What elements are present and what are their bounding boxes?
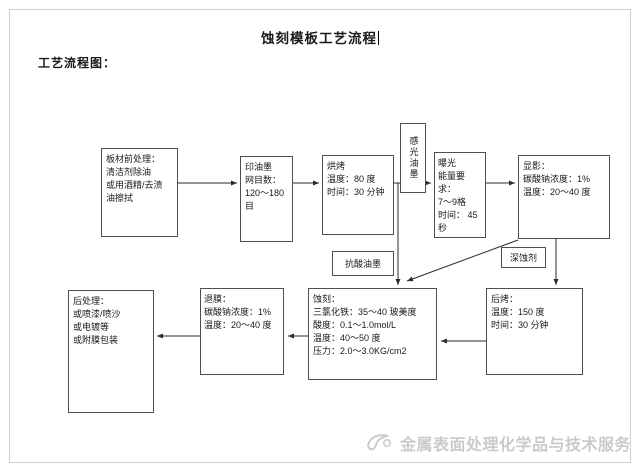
flow-box-develop: 显影： 碳酸钠浓度：1% 温度：20～40 度: [518, 155, 610, 239]
flow-box-pretreatment: 板材前处理： 清洁剂除油 或用酒精/去渍 油擦拭: [101, 148, 178, 237]
flow-box-bake: 烘烤 温度：80 度 时间：30 分钟: [322, 155, 394, 235]
flow-box-post-bake: 后烤： 温度：150 度 时间：30 分钟: [486, 288, 583, 375]
flow-box-expose: 曝光 能量要求： 7～9格 时间： 45 秒: [434, 152, 486, 238]
flow-label-anti-acid-ink: 抗酸油墨: [332, 251, 394, 276]
watermark-logo-icon: [366, 434, 391, 451]
flow-box-strip-film: 退膜： 碳酸钠浓度：1% 温度：20～40 度: [200, 288, 284, 375]
flow-box-print-ink: 印油墨 网目数： 120～180 目: [240, 156, 293, 242]
text-caret: [378, 31, 379, 45]
arrow-develop-to-etch-diagonal: [406, 239, 519, 282]
flow-box-etch: 蚀刻： 三氯化铁：35～40 玻美度 酸度：0.1～1.0mol/L 温度：40…: [308, 288, 437, 380]
section-label: 工艺流程图：: [38, 56, 117, 70]
page-title: 蚀刻模板工艺流程: [0, 27, 640, 47]
flow-box-post-treatment: 后处理： 或喷漆/喷沙 或电镀等 或附膜包装: [68, 290, 154, 413]
watermark-text: 金属表面处理化学品与技术服务: [400, 437, 632, 454]
page-border: [9, 9, 631, 463]
flow-label-photosensitive-ink: 感光油墨: [400, 123, 426, 193]
flow-label-deep-etchant: 深蚀剂: [501, 247, 546, 268]
page-title-text: 蚀刻模板工艺流程: [261, 31, 377, 46]
watermark: 金属表面处理化学品与技术服务: [364, 430, 631, 456]
